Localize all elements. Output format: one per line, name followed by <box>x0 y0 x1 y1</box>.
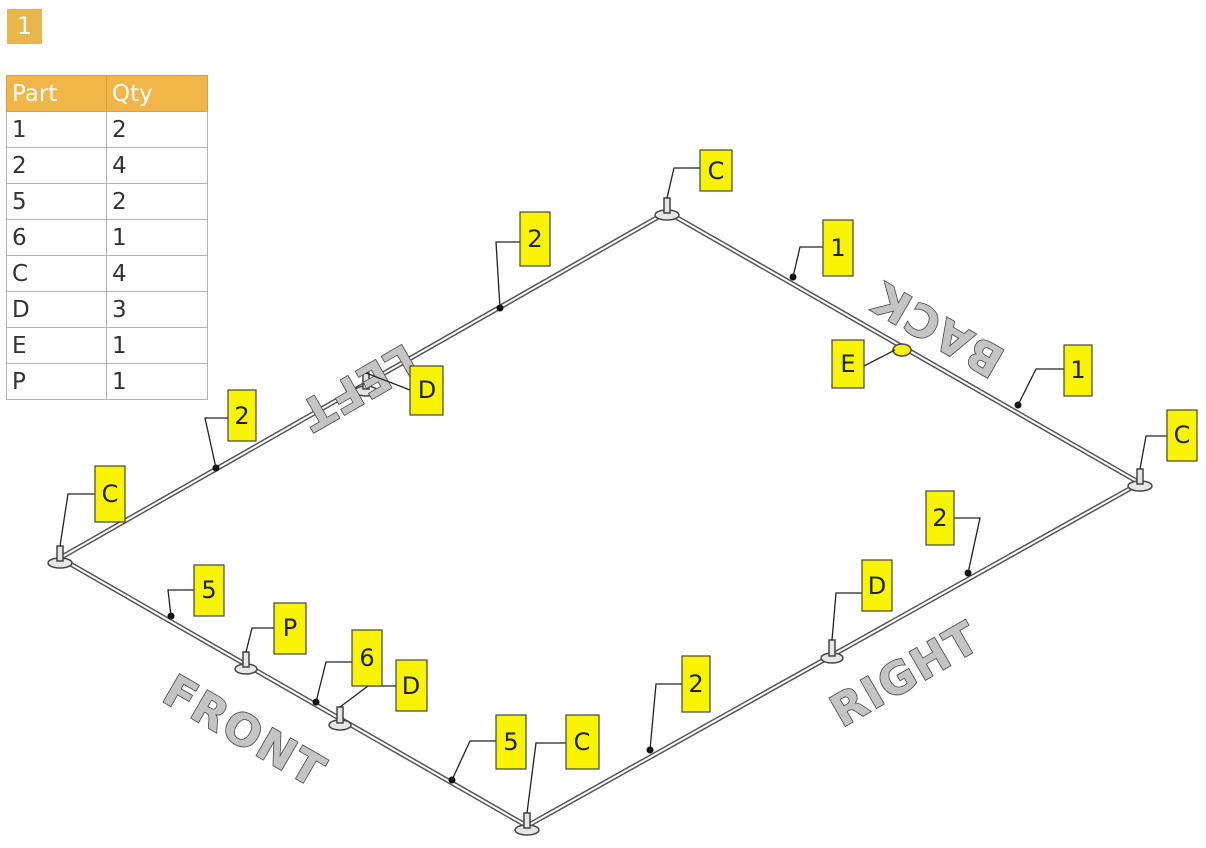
callout-1-back-upper: 1 <box>822 219 854 277</box>
connector-feet <box>47 197 1153 836</box>
callout-2-front-right: 2 <box>681 655 711 713</box>
mid-foot-left <box>354 372 378 397</box>
mid-foot-front-p <box>234 651 258 675</box>
callout-label: P <box>283 614 297 642</box>
callout-label: 2 <box>527 225 542 253</box>
leader-lines <box>59 167 1167 814</box>
qty-cell: 1 <box>106 363 208 400</box>
qty-column-header: Qty <box>106 75 208 112</box>
callout-d-right: D <box>861 559 893 612</box>
callout-label: C <box>708 157 725 185</box>
part-cell: D <box>6 291 107 328</box>
callout-label: D <box>418 376 436 404</box>
callout-label: 1 <box>1070 356 1085 384</box>
callout-label: C <box>574 728 591 756</box>
callout-label: 1 <box>830 234 845 262</box>
corner-foot-left <box>47 545 73 569</box>
part-column-header: Part <box>6 75 107 112</box>
callout-2-left-lower: 2 <box>227 389 257 442</box>
step-number-badge: 1 <box>7 9 42 44</box>
side-label-left: LEFT <box>290 333 425 440</box>
callout-6: 6 <box>351 629 383 687</box>
callout-label: 2 <box>234 402 249 430</box>
part-cell: P <box>6 363 107 400</box>
callout-5-front-left: 5 <box>193 564 225 617</box>
part-cell: 6 <box>6 219 107 256</box>
mid-foot-front-d <box>328 706 352 731</box>
callouts: C 2 2 1 1 E D C <box>94 149 1198 770</box>
callout-2-left-upper: 2 <box>519 211 551 267</box>
callout-e: E <box>831 339 865 389</box>
callout-c-left: C <box>94 465 126 523</box>
callout-label: 6 <box>359 644 374 672</box>
callout-label: E <box>840 350 855 378</box>
callout-label: 5 <box>503 728 518 756</box>
callout-label: D <box>402 672 420 700</box>
side-label-front: FRONT <box>155 665 335 798</box>
part-cell: C <box>6 255 107 292</box>
e-part-marker <box>892 343 912 357</box>
callout-label: C <box>102 480 119 508</box>
callout-2-right: 2 <box>925 490 955 546</box>
callout-label: 2 <box>932 504 947 532</box>
parts-table-header: Part Qty <box>6 75 208 112</box>
corner-foot-top <box>654 197 680 221</box>
callout-label: 5 <box>201 576 216 604</box>
qty-cell: 4 <box>106 255 208 292</box>
callout-c-bottom: C <box>565 714 600 770</box>
callout-d-left: D <box>409 365 444 416</box>
callout-p: P <box>273 602 307 655</box>
callout-1-back-lower: 1 <box>1063 344 1093 397</box>
corner-foot-right <box>1127 468 1153 492</box>
side-label-right: RIGHT <box>822 612 989 738</box>
qty-cell: 4 <box>106 147 208 184</box>
callout-label: C <box>1174 421 1191 449</box>
callout-5-front-right: 5 <box>495 714 527 770</box>
part-cell: 5 <box>6 183 107 220</box>
qty-cell: 1 <box>106 327 208 364</box>
callout-c-top: C <box>699 149 733 192</box>
callout-label: D <box>868 572 886 600</box>
callout-d-front: D <box>395 659 428 712</box>
callout-label: 2 <box>688 670 703 698</box>
callout-c-right: C <box>1166 409 1198 462</box>
